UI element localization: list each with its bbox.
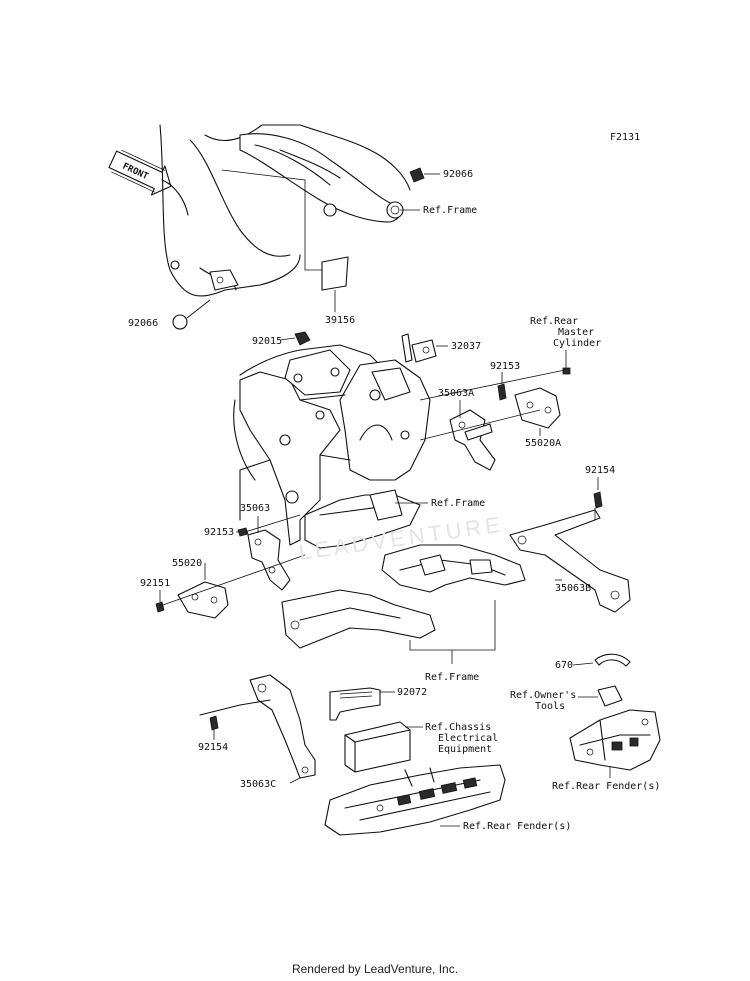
label-decal-39156: [321, 256, 349, 291]
bolt-92154-right: [593, 491, 603, 509]
bolt-92153-left: [237, 527, 249, 537]
bolt-92153-right: [497, 383, 507, 401]
label-ref-chassis-1: Ref.Chassis: [425, 722, 491, 733]
label-ref-chassis-3: Equipment: [438, 744, 492, 755]
bolt-92154-left: [209, 715, 219, 731]
label-92072: 92072: [397, 687, 427, 698]
bracket-35063c: [199, 674, 316, 779]
label-92066-left: 92066: [128, 318, 158, 329]
bolt-92151: [155, 601, 165, 613]
rear-fender-tray: [324, 764, 506, 836]
label-ref-owners-2: Tools: [535, 701, 565, 712]
label-35063a: 35063A: [438, 388, 474, 399]
battery-box: [344, 721, 411, 773]
label-35063b: 35063B: [555, 583, 591, 594]
heel-guard-55020: [177, 581, 229, 619]
label-ref-rear-master-1: Ref.Rear: [530, 316, 578, 327]
frame-rail-lower: [281, 589, 436, 649]
label-92015: 92015: [252, 336, 282, 347]
label-ref-rear-fender-right: Ref.Rear Fender(s): [552, 781, 660, 792]
label-ref-frame-top: Ref.Frame: [423, 205, 477, 216]
footpeg-bracket-35063: [247, 529, 291, 591]
grommet-92066-left: [172, 314, 188, 330]
grommet-92066-top: [409, 167, 425, 183]
footpeg-bracket-35063a: [449, 409, 496, 471]
label-670: 670: [555, 660, 573, 671]
band-670: [594, 653, 631, 667]
front-arrow-icon: FRONT: [108, 149, 172, 196]
label-92154-left: 92154: [198, 742, 228, 753]
nut-92015: [294, 331, 311, 346]
label-55020a: 55020A: [525, 438, 561, 449]
bracket-32037: [401, 333, 437, 363]
label-92066-top: 92066: [443, 169, 473, 180]
label-ref-frame-low: Ref.Frame: [425, 672, 479, 683]
label-35063c: 35063C: [240, 779, 276, 790]
label-92153-left: 92153: [204, 527, 234, 538]
frame-rail-center: [381, 544, 526, 593]
label-39156: 39156: [325, 315, 355, 326]
label-ref-rear-master-3: Cylinder: [553, 338, 601, 349]
label-ref-frame-mid: Ref.Frame: [431, 498, 485, 509]
label-55020: 55020: [172, 558, 202, 569]
figure-code: F2131: [610, 132, 640, 143]
label-ref-rear-fender-bottom: Ref.Rear Fender(s): [463, 821, 571, 832]
battery-strap-92072: [329, 687, 381, 721]
label-35063: 35063: [240, 503, 270, 514]
label-ref-rear-master-2: Master: [558, 327, 594, 338]
upper-tail-frame: [159, 124, 411, 297]
owners-tools-pouch: [597, 685, 623, 707]
main-frame: [233, 344, 431, 549]
label-92151: 92151: [140, 578, 170, 589]
bracket-35063b: [509, 509, 631, 613]
label-92154-right: 92154: [585, 465, 615, 476]
label-ref-chassis-2: Electrical: [438, 733, 498, 744]
footer-credit: Rendered by LeadVenture, Inc.: [291, 962, 459, 976]
label-32037: 32037: [451, 341, 481, 352]
rear-fender-assembly-right: [569, 709, 661, 771]
label-92153-right: 92153: [490, 361, 520, 372]
heel-guard-55020a: [514, 387, 561, 429]
label-ref-owners-1: Ref.Owner's: [510, 690, 576, 701]
